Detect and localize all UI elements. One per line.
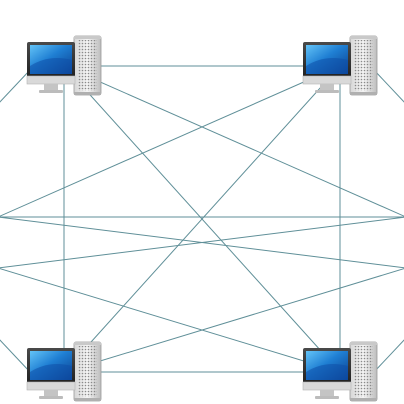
link-computer-top-right-to-offscreen-left-upper bbox=[0, 65, 341, 217]
link-offscreen-left-upper-to-offscreen-right-lower bbox=[0, 216, 404, 269]
desktop-computer-icon bbox=[26, 35, 102, 96]
link-computer-bottom-right-to-offscreen-right-lower bbox=[373, 339, 404, 373]
desktop-computer-icon bbox=[302, 341, 378, 402]
link-computer-top-right-to-offscreen-right-upper bbox=[373, 69, 404, 103]
link-computer-bottom-right-to-offscreen-left-lower bbox=[0, 268, 341, 373]
link-computer-bottom-left-to-offscreen-left-lower bbox=[0, 339, 31, 373]
link-computer-top-right-to-computer-bottom-left bbox=[63, 65, 341, 373]
network-links bbox=[0, 65, 404, 373]
network-nodes bbox=[26, 35, 378, 402]
link-computer-top-left-to-offscreen-left-upper bbox=[0, 69, 31, 103]
desktop-computer-icon bbox=[302, 35, 378, 96]
link-computer-top-left-to-offscreen-right-upper bbox=[63, 65, 404, 217]
link-computer-bottom-left-to-offscreen-right-lower bbox=[63, 268, 404, 373]
desktop-computer-icon bbox=[26, 341, 102, 402]
